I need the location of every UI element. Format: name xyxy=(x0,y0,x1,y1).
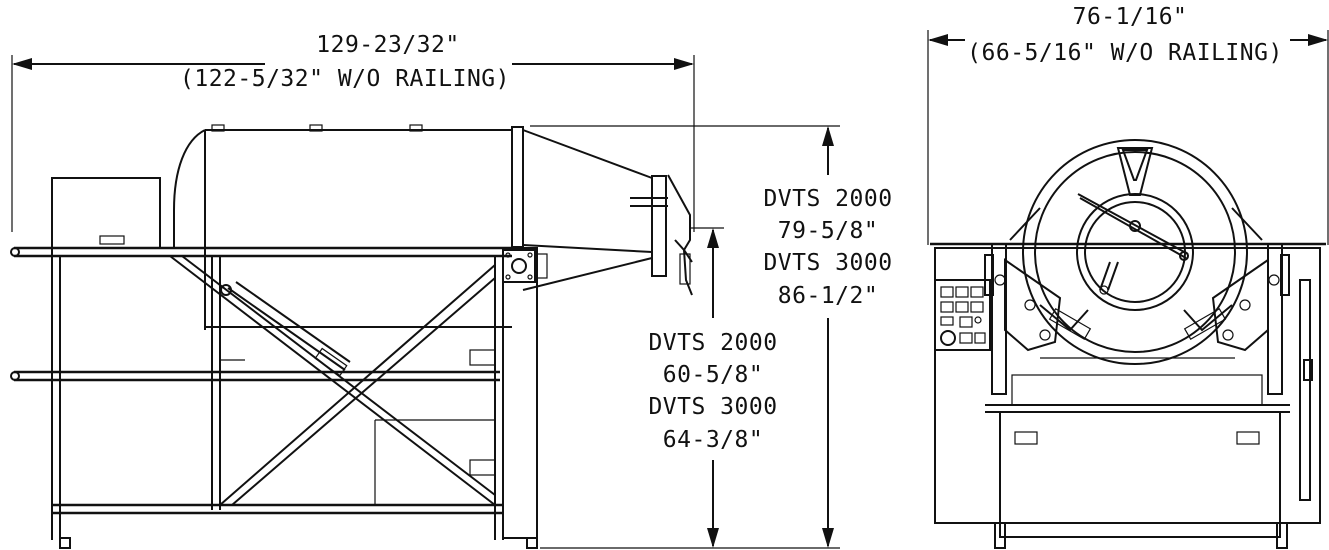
total-height-dimension: DVTS 2000 79-5/8" DVTS 3000 86-1/2" xyxy=(530,125,892,549)
motor-housing xyxy=(51,177,161,249)
motor-plate xyxy=(99,235,125,245)
side-view: 129-23/32" (122-5/32" W/O RAILING) xyxy=(10,32,892,549)
opening-height-value-b: 64-3/8" xyxy=(663,427,763,453)
opening-height-value-a: 60-5/8" xyxy=(663,362,763,388)
end-width-dimension: 76-1/16" (66-5/16" W/O RAILING) xyxy=(927,4,1329,245)
opening-height-dimension: DVTS 2000 60-5/8" DVTS 3000 64-3/8" xyxy=(648,227,777,548)
side-length-dimension: 129-23/32" (122-5/32" W/O RAILING) xyxy=(11,32,695,232)
drum-side xyxy=(173,124,693,330)
control-panel xyxy=(934,279,991,351)
end-view: 76-1/16" (66-5/16" W/O RAILING) xyxy=(927,4,1329,549)
total-height-model-a: DVTS 2000 xyxy=(763,186,892,212)
drum-end xyxy=(994,139,1280,365)
end-cabinet xyxy=(934,243,1321,549)
side-frame xyxy=(10,246,538,549)
bearing-column xyxy=(220,247,548,539)
end-width-no-rail-label: (66-5/16" W/O RAILING) xyxy=(967,40,1283,66)
total-height-value-a: 79-5/8" xyxy=(778,218,878,244)
opening-height-model-b: DVTS 3000 xyxy=(648,394,777,420)
end-width-label: 76-1/16" xyxy=(1073,4,1188,30)
opening-height-model-a: DVTS 2000 xyxy=(648,330,777,356)
side-length-label: 129-23/32" xyxy=(316,32,459,58)
total-height-model-b: DVTS 3000 xyxy=(763,250,892,276)
side-length-no-rail-label: (122-5/32" W/O RAILING) xyxy=(180,66,510,92)
total-height-value-b: 86-1/2" xyxy=(778,283,878,309)
